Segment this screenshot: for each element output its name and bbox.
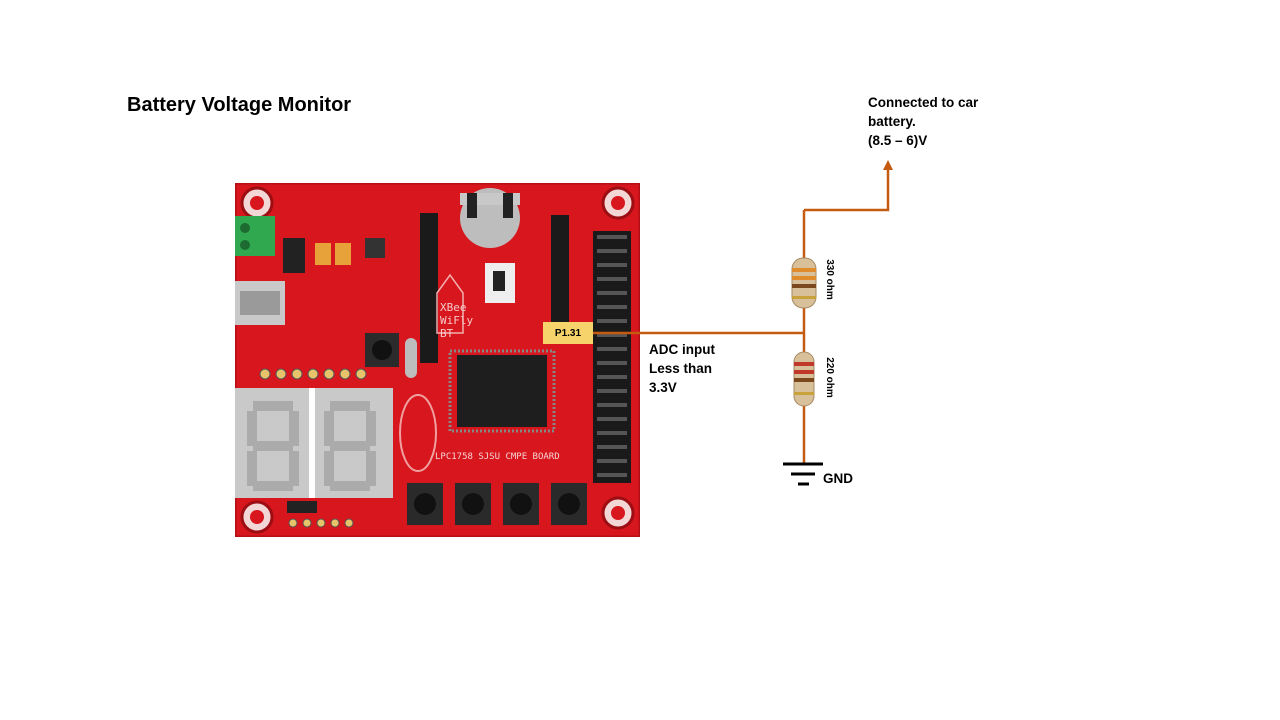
board-name-text: LPC1758 SJSU CMPE BOARD [435,452,560,462]
svg-text:BT: BT [440,327,454,340]
adc-note-line1: ADC input [649,342,715,357]
ground-icon [783,462,823,486]
resistor-bottom-label: 220 ohm [823,357,835,398]
resistor-top-label: 330 ohm [823,259,835,300]
battery-note-line2: battery. [868,114,916,129]
adc-note: ADC input Less than 3.3V [649,340,715,397]
arrow-up-icon [883,160,893,170]
battery-wire [804,168,890,212]
adc-note-line2: Less than [649,361,713,376]
pin-p1-31-label: P1.31 [543,322,593,344]
battery-note: Connected to car battery. (8.5 – 6)V [868,93,978,150]
lpc1758-board-photo: XBee WiFly BT LPC1758 SJSU CMPE BOARD [235,183,640,537]
svg-text:WiFly: WiFly [440,314,473,327]
gnd-label: GND [823,471,853,486]
resistor-220-ohm [793,351,815,407]
battery-note-line1: Connected to car [868,95,979,110]
diagram-title: Battery Voltage Monitor [127,94,352,116]
resistor-330-ohm [791,257,817,309]
battery-note-line3: (8.5 – 6)V [868,133,928,148]
xbee-text: XBee [440,301,467,314]
adc-note-line3: 3.3V [649,380,677,395]
